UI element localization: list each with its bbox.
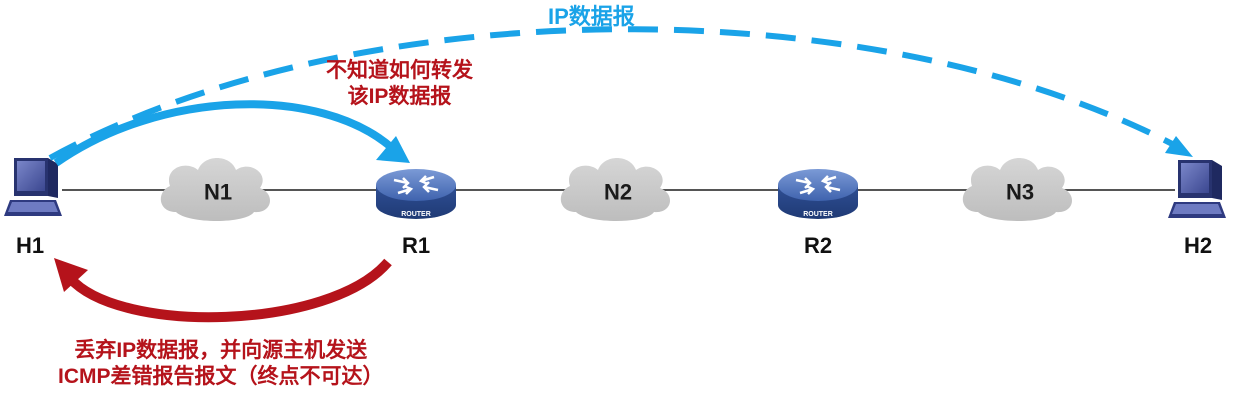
router-r1-badge: ROUTER <box>401 211 431 218</box>
network-n1-label: N1 <box>203 179 233 205</box>
host-h1-icon <box>4 158 62 216</box>
router-r2-label: R2 <box>803 233 833 258</box>
discard-line1: 丢弃IP数据报，并向源主机发送 <box>74 339 368 362</box>
host-h2-icon <box>1168 160 1226 218</box>
forward-to-r1-arrow <box>53 100 395 167</box>
cannot-forward-line2: 该IP数据报 <box>347 85 452 109</box>
discard-note: 丢弃IP数据报，并向源主机发送 ICMP差错报告报文（终点不可达） <box>58 338 384 391</box>
discard-line2: ICMP差错报告报文（终点不可达） <box>58 365 384 389</box>
cloud-n2 <box>560 158 671 221</box>
forward-to-r1-arrowhead <box>376 136 410 163</box>
ip-datagram-path-arrowhead <box>1165 136 1193 157</box>
network-n3-label: N3 <box>1005 179 1035 205</box>
host-h2-label: H2 <box>1183 233 1213 258</box>
router-r2-icon: ROUTER <box>778 169 858 219</box>
cannot-forward-line1: 不知道如何转发 <box>326 59 473 82</box>
cloud-n1 <box>160 158 271 221</box>
router-r1-label: R1 <box>401 233 431 258</box>
icmp-error-arrow <box>66 258 392 323</box>
router-r1-icon: ROUTER <box>376 169 456 219</box>
cannot-forward-note: 不知道如何转发 该IP数据报 <box>326 58 473 111</box>
host-h1-label: H1 <box>15 233 45 258</box>
ip-datagram-label: IP数据报 <box>548 4 635 29</box>
icmp-error-arrowhead <box>54 258 88 292</box>
network-n2-label: N2 <box>603 179 633 205</box>
cloud-n3 <box>962 158 1073 221</box>
router-r2-badge: ROUTER <box>803 211 833 218</box>
ip-datagram-path-arrow <box>48 26 1182 161</box>
